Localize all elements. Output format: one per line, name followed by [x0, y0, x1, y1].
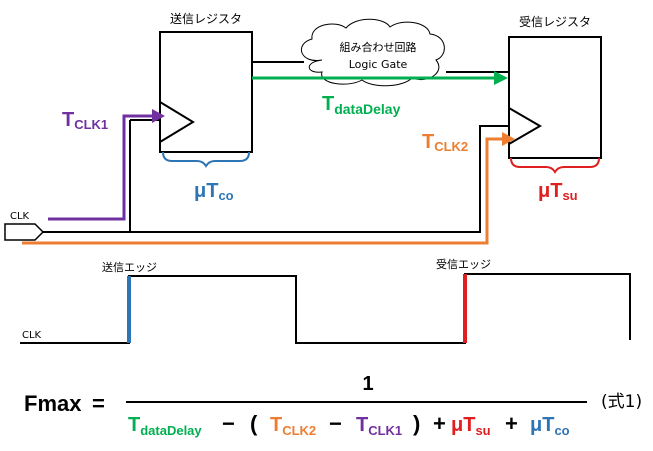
formula-equals: = [92, 391, 105, 416]
clk-black-send-path [43, 120, 131, 233]
formula-tdatadelay: TdataDelay [128, 414, 202, 438]
formula-tclk1: TCLK1 [356, 414, 402, 438]
data-delay-arrowhead [494, 71, 508, 85]
formula-plus-2: + [505, 411, 518, 436]
clk-wave-label: CLK [22, 330, 42, 341]
recv-edge-label: 受信エッジ [436, 258, 491, 271]
formula-close-paren: ) [413, 411, 420, 436]
tsu-brace [510, 157, 600, 174]
formula-tclk2: TCLK2 [270, 414, 316, 438]
clk-input-label: CLK [10, 211, 30, 222]
logic-gate-label-en: Logic Gate [349, 58, 408, 71]
send-edge-label: 送信エッジ [102, 260, 157, 274]
logic-gate-cloud [300, 18, 445, 87]
recv-register-title: 受信レジスタ [519, 15, 591, 29]
recv-register [508, 36, 602, 159]
formula-tsu: μTsu [451, 414, 491, 438]
tco-brace [162, 151, 250, 168]
send-clock-triangle [159, 101, 195, 143]
formula-minus-1: − [222, 411, 235, 436]
clk-input-connector [4, 223, 45, 241]
formula-open-paren: ( [250, 411, 258, 436]
clk-waveform [20, 273, 631, 344]
formula-plus-1: + [433, 411, 446, 436]
formula-equation-tag: (式1) [601, 392, 642, 412]
clk2-arrowhead [502, 132, 515, 146]
tdatadelay-label: TdataDelay [322, 93, 401, 117]
tco-label: μTco [194, 180, 234, 203]
logic-gate-label-jp: 組み合わせ回路 [340, 40, 417, 54]
send-register-title: 送信レジスタ [170, 11, 242, 26]
clk-black-recv-path [130, 125, 509, 233]
clk2-path [22, 137, 504, 245]
formula-numerator: 1 [362, 373, 373, 395]
formula-tco: μTco [530, 414, 570, 438]
tclk1-label: TCLK1 [62, 109, 108, 132]
formula-fmax: Fmax [24, 391, 82, 416]
formula-minus-2: − [329, 411, 342, 436]
clk1-arrowhead [152, 109, 165, 123]
tsu-label: μTsu [538, 180, 578, 203]
clk1-path [48, 114, 154, 221]
recv-clock-triangle [508, 107, 542, 145]
tclk2-label: TCLK2 [422, 131, 468, 154]
